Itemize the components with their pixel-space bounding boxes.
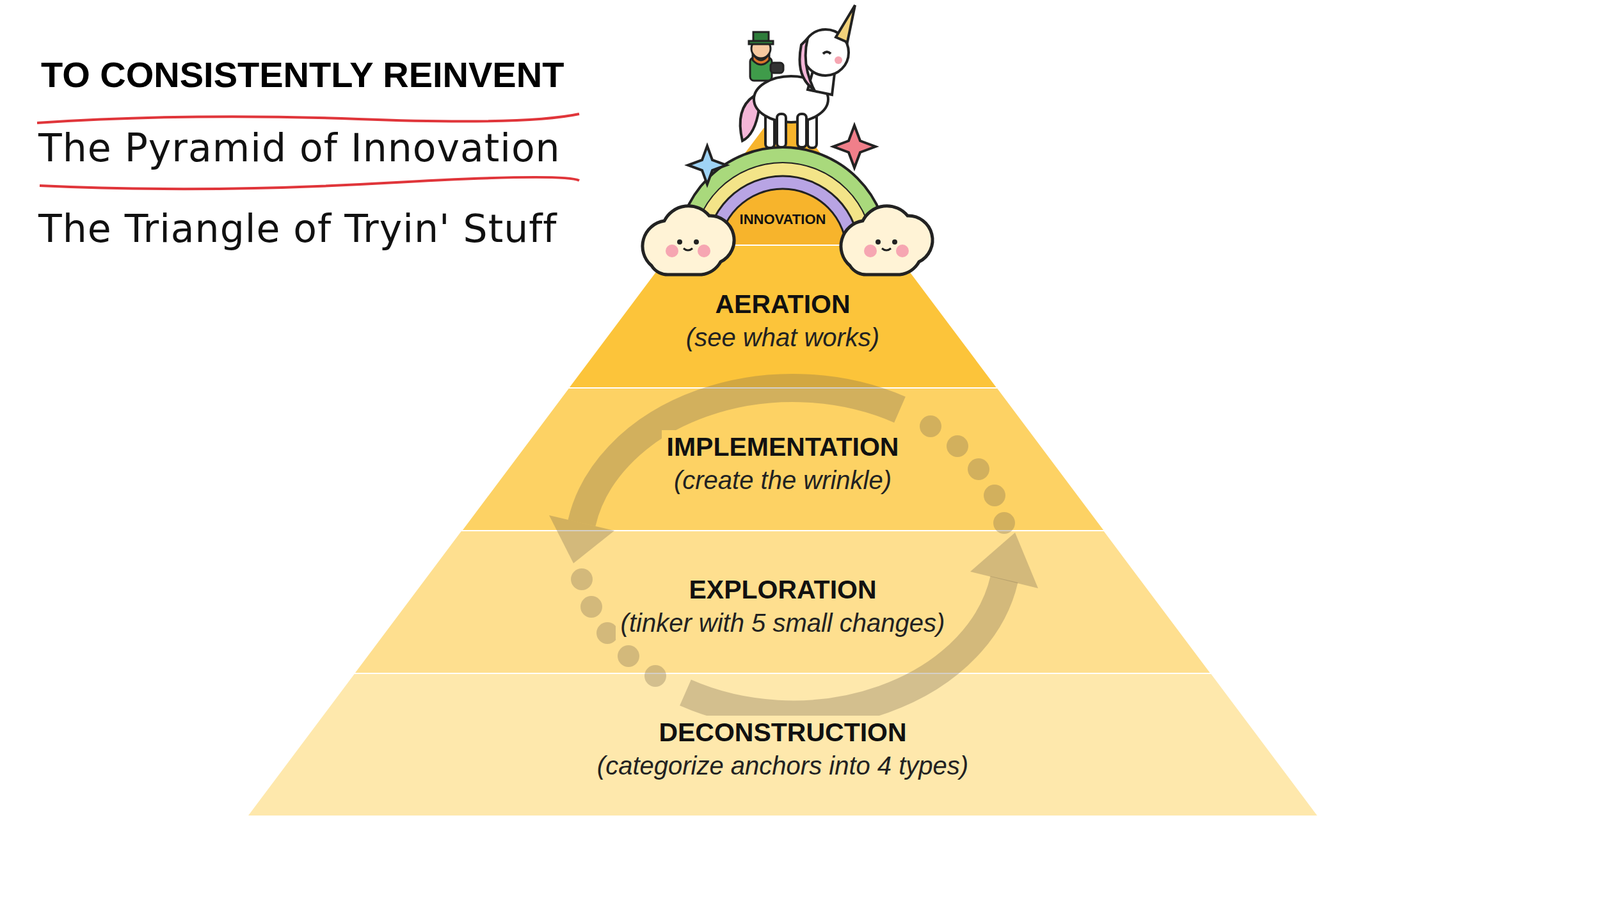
cycle-arc	[581, 387, 900, 523]
strike-line	[39, 177, 580, 189]
band-text: IMPLEMENTATION(create the wrinkle)	[461, 430, 1105, 497]
arrow-head	[970, 532, 1039, 589]
tip-label: INNOVATION	[738, 210, 828, 229]
band-note: (tinker with 5 small changes)	[615, 606, 951, 640]
band-text: DECONSTRUCTION(categorize anchors into 4…	[247, 715, 1319, 783]
band-note: (create the wrinkle)	[668, 463, 897, 497]
band-heading: DECONSTRUCTION	[653, 715, 912, 749]
band-note: (categorize anchors into 4 types)	[592, 748, 974, 783]
dot	[596, 622, 619, 644]
dot	[580, 595, 603, 618]
sparkle	[688, 145, 727, 185]
band-heading: EXPLORATION	[683, 572, 882, 607]
pyramid-band: AERATION(see what works)	[568, 245, 998, 388]
leprechaun	[748, 32, 784, 81]
dot	[644, 664, 667, 687]
cloud	[642, 206, 735, 275]
band-heading: AERATION	[709, 287, 856, 321]
pyramid-band: IMPLEMENTATION(create the wrinkle)	[461, 387, 1105, 531]
struck-title: The Pyramid of Innovation	[38, 125, 561, 171]
band-text: EXPLORATION(tinker with 5 small changes)	[353, 572, 1212, 640]
strike-line	[37, 113, 580, 123]
dot	[967, 458, 990, 480]
dot	[983, 484, 1006, 507]
band-text: AERATION(see what works)	[568, 287, 998, 354]
sparkle	[833, 125, 876, 168]
dot	[993, 512, 1016, 534]
cloud	[840, 206, 933, 275]
band-note: (see what works)	[680, 320, 885, 354]
dot	[617, 645, 640, 667]
pyramid-band: EXPLORATION(tinker with 5 small changes)	[353, 530, 1212, 674]
dot	[946, 435, 969, 457]
pyramid-band: DECONSTRUCTION(categorize anchors into 4…	[247, 673, 1319, 816]
handwritten-title: The Triangle of Tryin' Stuff	[38, 206, 557, 251]
unicorn	[740, 5, 856, 148]
cycle-arc	[685, 579, 1005, 715]
arrow-head	[549, 515, 615, 564]
page-title: TO CONSISTENTLY REINVENT	[40, 53, 564, 96]
dot	[919, 415, 942, 438]
dot	[570, 568, 593, 591]
band-heading: IMPLEMENTATION	[661, 430, 905, 464]
